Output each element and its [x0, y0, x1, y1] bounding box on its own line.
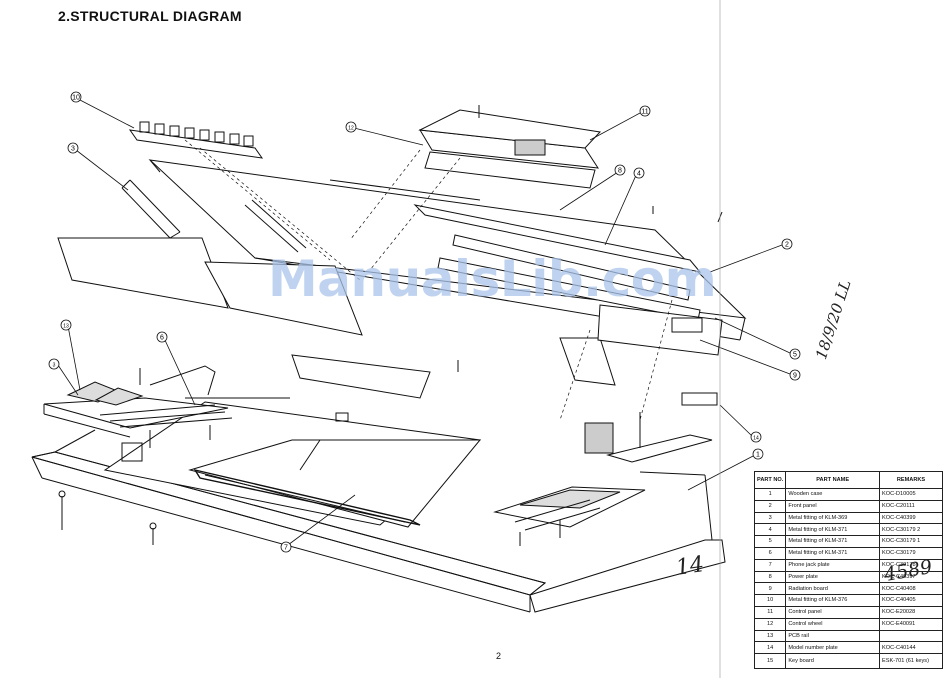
svg-text:13: 13: [63, 324, 69, 330]
svg-text:3: 3: [71, 146, 75, 153]
wooden-case: [31, 397, 726, 613]
svg-text:7: 7: [284, 545, 288, 552]
callout-9: 11: [639, 105, 651, 117]
callout-7: 10: [70, 91, 82, 103]
watermark: ManualsLib.com: [268, 250, 717, 308]
callout-12: 13: [60, 319, 72, 331]
page-title: 2.STRUCTURAL DIAGRAM: [58, 8, 242, 24]
callout-3a: 3: [67, 142, 79, 154]
callout-3b: 7: [280, 541, 292, 553]
svg-text:4: 4: [637, 171, 641, 178]
callout-4: 4: [633, 167, 645, 179]
callout-5: 5: [789, 348, 801, 360]
svg-text:6: 6: [160, 335, 164, 342]
header-remarks: REMARKS: [879, 471, 943, 489]
callout-14: 14: [750, 431, 762, 443]
callout-1: 1: [752, 448, 764, 460]
svg-text:5: 5: [793, 352, 797, 359]
keyboard-left: [43, 365, 233, 448]
screws: [58, 105, 723, 545]
svg-text:2: 2: [785, 242, 789, 249]
callout-10: 12: [345, 121, 357, 133]
keyboard-right: [493, 486, 646, 546]
svg-text:9: 9: [793, 373, 797, 380]
svg-text:8: 8: [618, 168, 622, 175]
handwritten-page-mark: 14: [674, 552, 706, 581]
assembly-guides: [184, 139, 673, 421]
power-section: [584, 392, 718, 463]
callout-11: 3: [48, 358, 60, 370]
svg-text:12: 12: [348, 126, 354, 132]
page-number: 2: [496, 651, 502, 661]
control-panel-assembly: [329, 109, 723, 356]
callouts: 10 3 12 11 8 4 2 5 9 14 1 13 3 6 7: [48, 91, 801, 553]
callout-5b: 6: [156, 331, 168, 343]
callout-2: 2: [781, 238, 793, 250]
leader-lines: [57, 99, 791, 546]
header-part-name: PART NAME: [785, 471, 880, 489]
lower-panels: [57, 237, 616, 399]
callout-8: 9: [789, 369, 801, 381]
svg-text:1: 1: [756, 452, 760, 459]
callout-6: 8: [614, 164, 626, 176]
header-part-no: PART NO.: [753, 471, 787, 489]
phone-jack-plate: [128, 121, 264, 159]
svg-text:3: 3: [53, 363, 56, 369]
svg-text:11: 11: [641, 109, 648, 116]
svg-text:10: 10: [72, 95, 80, 102]
metal-fittings: [121, 179, 702, 321]
svg-text:14: 14: [753, 436, 759, 442]
